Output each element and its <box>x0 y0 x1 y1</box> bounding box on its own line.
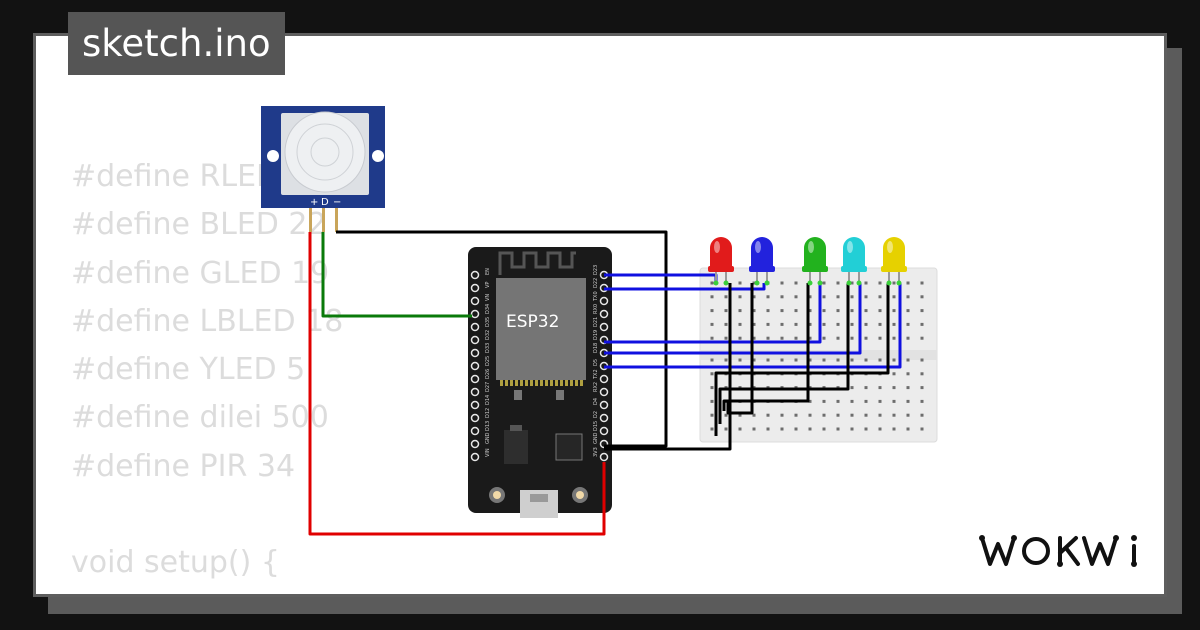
pin-label: D2 <box>593 411 599 418</box>
pin-label: GND <box>593 432 599 444</box>
pin-label: VIN <box>485 448 491 457</box>
wire-red-led <box>604 273 718 283</box>
pin-3v3[interactable] <box>599 452 609 462</box>
pin-d2[interactable] <box>599 413 609 423</box>
wire-cyan-led <box>604 283 862 355</box>
pin-tx0[interactable] <box>599 296 609 306</box>
wire-yellow-led <box>604 283 902 369</box>
pin-d14[interactable] <box>470 400 480 410</box>
wire-green-led <box>604 283 822 344</box>
pin-label: D4 <box>593 398 599 405</box>
wires <box>308 230 902 536</box>
led-green[interactable] <box>802 237 828 286</box>
pin-d33[interactable] <box>470 348 480 358</box>
pin-label: D23 <box>593 265 599 275</box>
pin-label: TX2 <box>593 369 599 380</box>
code-line: #define PIR 34 <box>71 448 296 484</box>
pin-label: RX0 <box>593 304 599 314</box>
pin-label: EN <box>485 268 491 275</box>
wire-gnd-cyan <box>718 283 850 424</box>
wire-gnd-blue <box>726 283 754 415</box>
pin-d15[interactable] <box>599 426 609 436</box>
pin-label: D22 <box>593 278 599 288</box>
pin-label: D25 <box>485 356 491 366</box>
pin-d25[interactable] <box>470 361 480 371</box>
pin-label: RX2 <box>593 382 599 392</box>
pin-label: D19 <box>593 330 599 340</box>
pin-label: D13 <box>485 421 491 431</box>
pin-d27[interactable] <box>470 387 480 397</box>
pin-d35[interactable] <box>470 322 480 332</box>
pin-label: VP <box>485 282 491 288</box>
pin-label: D34 <box>485 304 491 314</box>
code-line: #define dilei 500 <box>71 400 329 436</box>
pin-label: D27 <box>485 382 491 392</box>
pin-label: TX0 <box>593 291 599 302</box>
pin-d26[interactable] <box>470 374 480 384</box>
wire-pir-vcc <box>308 232 606 536</box>
wire-blue-led <box>604 283 766 291</box>
pin-vin[interactable] <box>470 452 480 462</box>
wire-gnd-green <box>722 283 810 411</box>
wire-pir-out <box>321 232 472 318</box>
code-line: #define YLED 5 <box>71 352 306 388</box>
code-line: void setup() { <box>71 545 280 581</box>
led-cyan[interactable] <box>841 237 867 286</box>
pir-sensor[interactable]: + D − <box>261 106 385 232</box>
wire-pir-gnd <box>336 230 668 448</box>
pin-label: D35 <box>485 317 491 327</box>
chip-label: ESP32 <box>506 312 559 332</box>
pin-label: D18 <box>593 343 599 353</box>
pin-label: D26 <box>485 369 491 379</box>
pin-d13[interactable] <box>470 426 480 436</box>
pin-d12[interactable] <box>470 413 480 423</box>
wokwi-logo-mark <box>979 535 1137 567</box>
pin-label: D15 <box>593 421 599 431</box>
pin-vn[interactable] <box>470 296 480 306</box>
pin-label: D14 <box>485 395 491 405</box>
pin-label: D12 <box>485 408 491 418</box>
pin-label: VN <box>485 294 491 301</box>
pin-en[interactable] <box>470 270 480 280</box>
wire-gnd-red <box>604 283 732 451</box>
pin-d34[interactable] <box>470 309 480 319</box>
code-line: #define BLED 22 <box>71 207 327 243</box>
pir-pin-vcc: + <box>310 197 318 208</box>
pin-rx2[interactable] <box>599 387 609 397</box>
pin-label: D33 <box>485 343 491 353</box>
wokwi-logo <box>978 528 1150 580</box>
pin-label: D32 <box>485 330 491 340</box>
pin-rx0[interactable] <box>599 309 609 319</box>
pin-d32[interactable] <box>470 335 480 345</box>
pin-label: GND <box>485 432 491 444</box>
pin-gnd[interactable] <box>470 439 480 449</box>
pir-pin-gnd: − <box>333 197 341 208</box>
esp32-board[interactable]: ESP32 ENVPVND34D35D32D33D25D26D27D14D12D… <box>468 247 612 518</box>
file-tab[interactable]: sketch.ino <box>68 12 285 75</box>
pin-d21[interactable] <box>599 322 609 332</box>
led-red[interactable] <box>708 237 734 286</box>
pir-pin-out: D <box>321 197 329 208</box>
wire-gnd-yellow <box>714 283 890 436</box>
pin-vp[interactable] <box>470 283 480 293</box>
pin-label: D5 <box>593 359 599 366</box>
pin-label: D21 <box>593 317 599 327</box>
led-blue[interactable] <box>749 237 775 286</box>
led-yellow[interactable] <box>881 237 907 286</box>
code-line: #define LBLED 18 <box>71 303 344 339</box>
pin-d4[interactable] <box>599 400 609 410</box>
esp32-chip <box>496 278 586 380</box>
pin-tx2[interactable] <box>599 374 609 384</box>
pin-label: 3V3 <box>593 447 599 457</box>
